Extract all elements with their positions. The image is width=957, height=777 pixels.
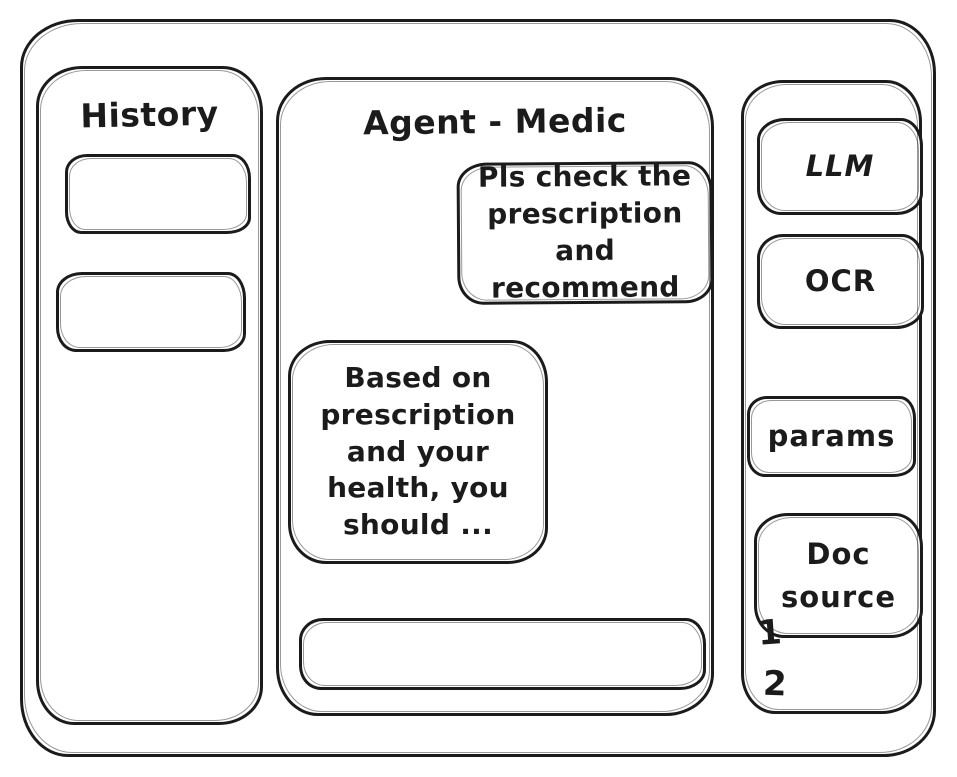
tool-llm-button[interactable]: LLM bbox=[757, 118, 923, 215]
tool-doc-source-button[interactable]: Doc source bbox=[754, 513, 923, 638]
tools-panel: LLM OCR params Doc source 1 2 bbox=[741, 80, 924, 714]
doc-source-footnote-1: 1 bbox=[756, 612, 784, 654]
assistant-message-bubble: Based on prescription and your health, y… bbox=[288, 340, 548, 564]
tool-params-button[interactable]: params bbox=[747, 396, 916, 477]
tool-ocr-button[interactable]: OCR bbox=[757, 234, 924, 329]
history-panel: History bbox=[36, 66, 263, 725]
history-item-1[interactable] bbox=[65, 154, 251, 234]
app-window-frame: History Agent - Medic Pls check the pres… bbox=[20, 19, 936, 757]
chat-panel-title: Agent - Medic bbox=[362, 100, 628, 143]
chat-panel: Agent - Medic Pls check the prescription… bbox=[276, 77, 714, 716]
history-panel-title: History bbox=[79, 93, 220, 136]
message-input[interactable] bbox=[299, 618, 706, 690]
doc-source-footnote-2: 2 bbox=[762, 663, 788, 705]
user-message-bubble: Pls check the prescription and recommend bbox=[456, 159, 714, 305]
history-item-2[interactable] bbox=[56, 272, 246, 352]
